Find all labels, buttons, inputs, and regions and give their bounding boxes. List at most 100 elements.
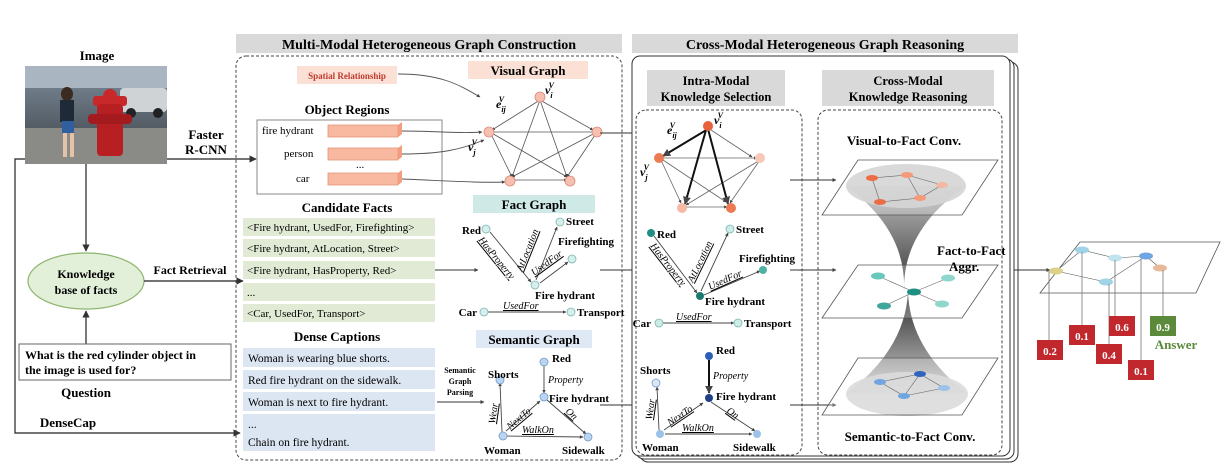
region-feature-bar: [327, 145, 402, 161]
intra-visual-node: [677, 203, 687, 213]
intra-modal-title: Knowledge Selection: [661, 90, 772, 104]
question-label: Question: [61, 385, 112, 400]
visual-plane-node: [901, 172, 913, 178]
fact-node: [566, 307, 576, 317]
caption-text: ...: [248, 419, 257, 431]
region-to-node-arrow: [401, 130, 483, 135]
intra-visual-node: [703, 121, 713, 131]
caption-text: Woman is next to fire hydrant.: [248, 397, 388, 409]
fact-node-label: Red: [462, 225, 481, 237]
intra-fact-node: [725, 224, 735, 234]
parsing-label: Parsing: [447, 388, 473, 397]
bottom-cone: [846, 292, 968, 394]
construction-panel: [235, 55, 623, 461]
intra-modal-title: Intra-Modal: [683, 74, 750, 88]
intra-fact-node: [759, 266, 767, 274]
region-label: person: [284, 148, 314, 160]
intra-visual-node: [726, 203, 736, 213]
semantic-plane-node: [914, 371, 926, 377]
question-text: What is the red cylinder object in: [25, 348, 196, 362]
answer-node: [1108, 254, 1122, 262]
fact-node: [481, 224, 491, 234]
semantic-to-fact-label: Semantic-to-Fact Conv.: [845, 429, 976, 444]
intra-semantic-edge-label: WalkOn: [682, 423, 714, 434]
construction-title: Multi-Modal Heterogeneous Graph Construc…: [282, 38, 576, 53]
answer-score: 0.6: [1115, 322, 1129, 334]
node-i-label: viV: [545, 81, 555, 100]
answer-score-box: [1150, 316, 1176, 336]
intra-semantic-node: [656, 430, 664, 438]
caption-box: [243, 432, 435, 451]
semantic-node-label: Sidewalk: [562, 445, 606, 457]
parsing-label: Semantic: [444, 366, 476, 375]
semantic-node: [583, 432, 593, 442]
semantic-graph-title-box: [476, 330, 592, 348]
answer-label: Answer: [1155, 337, 1198, 352]
edge-label: eijV: [496, 95, 507, 114]
top-cone: [846, 186, 966, 292]
intra-node-i-label: viV: [714, 111, 724, 130]
visual-node: [504, 175, 516, 187]
intra-visual-selected-edges: [662, 128, 731, 205]
intra-semantic-label: Woman: [642, 442, 679, 454]
fact-edge-label: UsedFor: [503, 301, 539, 312]
fact-box: [243, 283, 435, 301]
semantic-node: [495, 375, 505, 385]
intra-semantic-node: [705, 394, 713, 402]
visual-node: [483, 126, 495, 138]
semantic-plane-node: [938, 385, 950, 391]
faster-rcnn-label: Faster: [188, 127, 224, 142]
visual-plane-node: [914, 195, 926, 201]
spatial-to-edge-arrow: [397, 73, 481, 98]
intra-semantic-edges: [655, 386, 756, 436]
intra-semantic-node: [651, 378, 661, 388]
reasoning-title: Cross-Modal Heterogeneous Graph Reasonin…: [686, 38, 964, 53]
fact-plane-node: [871, 272, 885, 280]
reasoning-header: [632, 34, 1018, 53]
fact-plane-node: [877, 302, 891, 310]
intra-modal-box: [635, 109, 803, 456]
fact-graph-title-box: [473, 195, 595, 213]
semantic-node-label: Shorts: [488, 369, 519, 381]
fact-graph-edges: [488, 226, 569, 314]
knowledge-base-label: base of facts: [55, 283, 118, 297]
answer-plane: [1039, 241, 1221, 294]
answer-score: 0.2: [1043, 346, 1057, 358]
question-text: the image is used for?: [25, 363, 136, 377]
fact-graph-title: Fact Graph: [502, 197, 567, 212]
spatial-relationship-box: [297, 66, 397, 84]
intra-fact-label: Street: [736, 224, 764, 236]
fact-node-label: Firefighting: [558, 236, 615, 248]
answer-score: 0.9: [1156, 322, 1170, 334]
visual-to-fact-label: Visual-to-Fact Conv.: [847, 133, 961, 148]
cross-modal-header: [822, 70, 994, 106]
fact-box: [243, 218, 435, 236]
region-feature-bar: [327, 170, 402, 186]
semantic-node: [539, 392, 549, 402]
intra-fact-label: Fire hydrant: [705, 296, 765, 308]
answer-score-box: [1109, 316, 1135, 336]
answer-node: [1139, 252, 1153, 260]
fact-node-label: Transport: [577, 307, 625, 319]
fact-node: [479, 307, 489, 317]
cross-modal-box: [817, 109, 1003, 456]
answer-score-box: [1069, 325, 1095, 345]
intra-semantic-label: Fire hydrant: [716, 391, 776, 403]
visual-node: [564, 175, 576, 187]
fact-text: <Fire hydrant, HasProperty, Red>: [247, 265, 396, 277]
intra-fact-label: Transport: [744, 318, 792, 330]
visual-node: [534, 91, 546, 103]
fact-edge-label: HasProperty: [475, 234, 517, 282]
fact-text: <Fire hydrant, AtLocation, Street>: [247, 243, 400, 255]
visual-graph: [489, 99, 598, 182]
intra-fact-node: [733, 318, 743, 328]
visual-graph-title: Visual Graph: [490, 63, 566, 78]
caption-box: [243, 414, 435, 433]
semantic-edge-label: Wear: [487, 402, 501, 424]
answer-node: [1099, 278, 1113, 286]
intra-semantic-edge-label: Wear: [644, 398, 658, 420]
intra-fact-label: Red: [657, 229, 676, 241]
intra-semantic-label: Shorts: [640, 365, 671, 377]
caption-box: [243, 392, 435, 411]
